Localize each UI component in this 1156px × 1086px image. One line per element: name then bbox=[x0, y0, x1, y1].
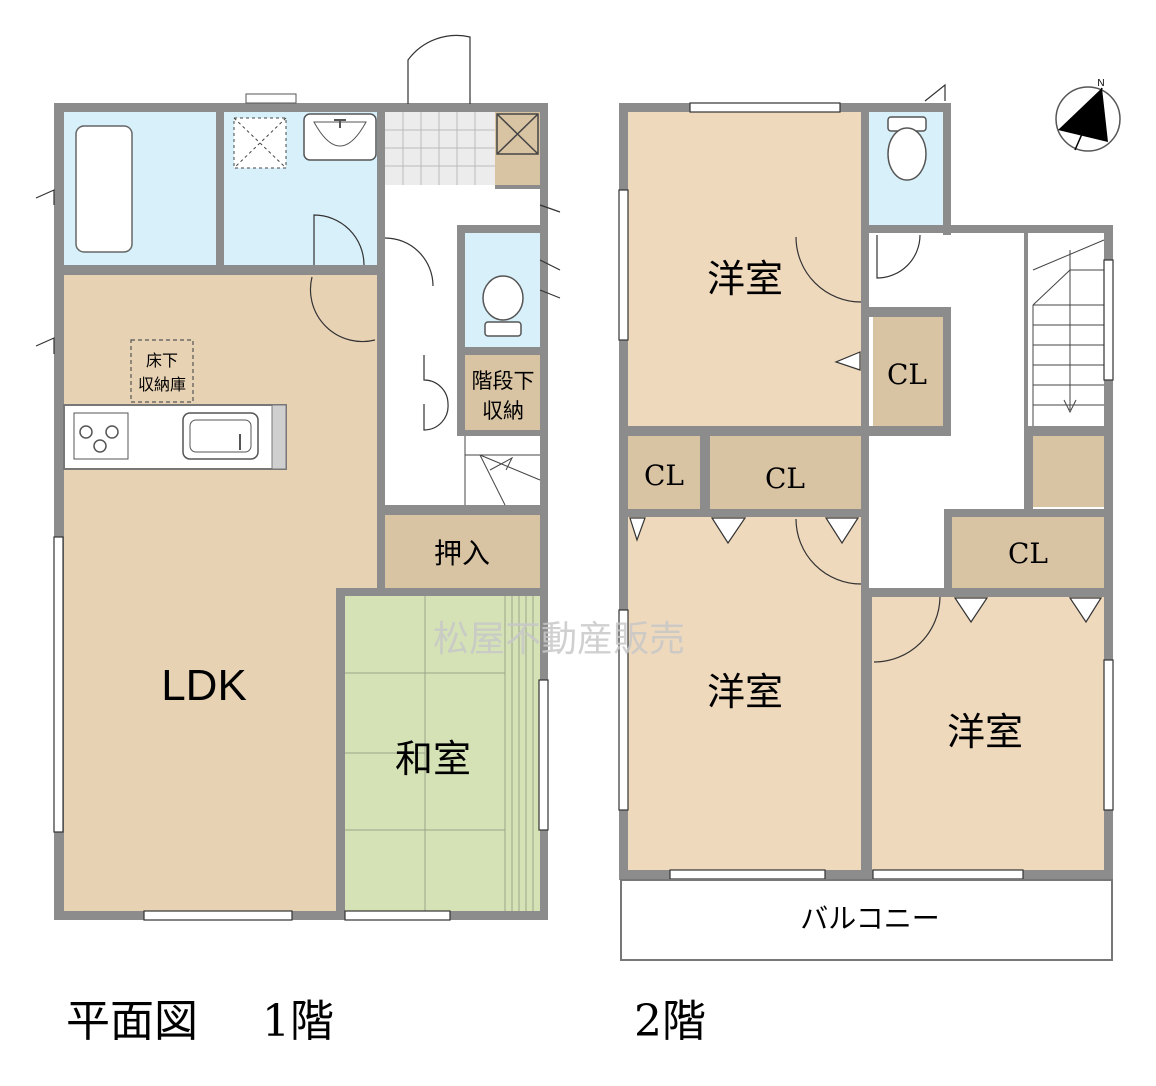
youshitsu-nw-room bbox=[628, 112, 861, 426]
oshiire-storage bbox=[385, 515, 540, 588]
north-arrow-icon: N bbox=[1055, 78, 1121, 152]
cl-d-label: CL bbox=[1008, 537, 1048, 570]
entrance-tile-grid bbox=[385, 112, 495, 185]
youshitsu-se-label: 洋室 bbox=[947, 710, 1023, 754]
youshitsu-sw-label: 洋室 bbox=[707, 670, 783, 714]
yukashita-label-1: 床下 bbox=[146, 351, 178, 370]
floor2-inner-walls bbox=[628, 112, 1104, 870]
cl-c-label: CL bbox=[765, 462, 805, 495]
underfloor-storage-box bbox=[130, 339, 194, 403]
stairs-1f bbox=[464, 436, 541, 506]
sink-icon bbox=[303, 113, 377, 161]
kaidan-label-2: 収納 bbox=[482, 399, 524, 423]
understair-storage bbox=[465, 355, 540, 430]
kitchen-counter bbox=[63, 404, 287, 470]
toilet-1f-icon bbox=[482, 275, 524, 337]
floor1-plan: LDK 和室 押入 階段下 収納 床下 収納庫 bbox=[35, 34, 561, 921]
bathtub-icon bbox=[75, 125, 133, 253]
tatami-lines bbox=[345, 596, 534, 911]
window-top-wash bbox=[245, 93, 297, 104]
toilet-2f-icon bbox=[887, 116, 927, 181]
youshitsu-se-room bbox=[872, 597, 1104, 870]
cl-b-label: CL bbox=[644, 459, 684, 492]
oshiire-label: 押入 bbox=[434, 537, 490, 570]
youshitsu-sw-room bbox=[628, 517, 861, 870]
floor2-level: 2階 bbox=[634, 996, 706, 1047]
ldk-room bbox=[64, 275, 377, 911]
cl-d-closet bbox=[952, 517, 1104, 588]
watermark: 松屋不動産販売 bbox=[433, 618, 685, 659]
kaidan-label-1: 階段下 bbox=[472, 369, 535, 393]
floor1-title: 平面図 bbox=[66, 996, 198, 1047]
shoe-closet-icon bbox=[496, 113, 539, 155]
windows-1f bbox=[35, 189, 549, 921]
windows-2f bbox=[618, 102, 1114, 880]
north-letter: N bbox=[1097, 78, 1104, 89]
stairs-2f bbox=[1032, 239, 1105, 426]
cl-c-closet bbox=[710, 436, 861, 509]
floor1-level: 1階 bbox=[262, 996, 334, 1047]
cl-a-label: CL bbox=[887, 358, 927, 391]
ldk-label: LDK bbox=[161, 661, 247, 710]
floor2-plan: 洋室 洋室 洋室 CL CL CL CL バルコニー bbox=[618, 83, 1114, 961]
yukashita-label-2: 収納庫 bbox=[138, 375, 186, 394]
youshitsu-nw-label: 洋室 bbox=[707, 257, 783, 301]
doors-2f bbox=[795, 83, 946, 663]
washitsu-label: 和室 bbox=[395, 737, 471, 781]
balcony-label: バルコニー bbox=[800, 902, 939, 935]
cl-b-closet bbox=[628, 436, 700, 509]
closet-door-triangles bbox=[629, 351, 1103, 624]
cl-e-closet bbox=[1033, 436, 1104, 507]
doors-1f bbox=[309, 34, 561, 431]
balcony bbox=[620, 879, 1113, 961]
floor1-inner-walls bbox=[64, 112, 540, 911]
cl-a-closet bbox=[873, 317, 943, 426]
